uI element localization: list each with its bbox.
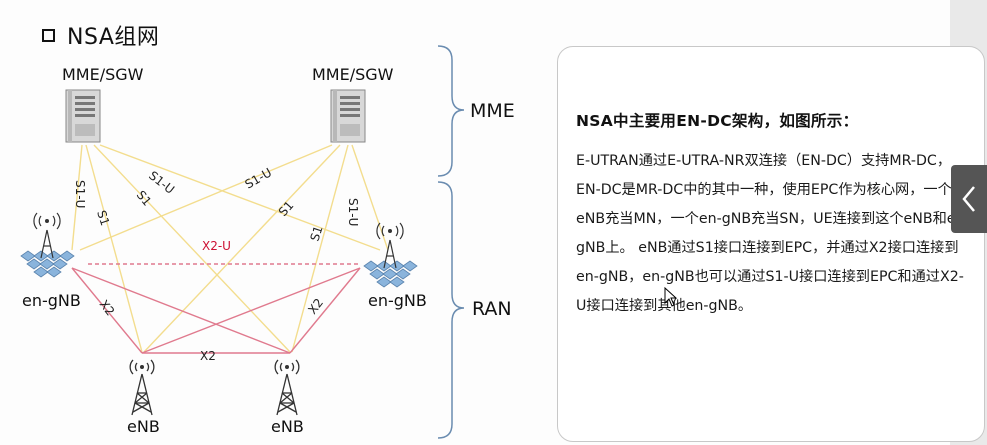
link-label-s1u-d: S1-U <box>346 198 360 226</box>
link-label-s1u-c: S1-U <box>243 165 275 191</box>
link-s1-right-mme-left-gnb <box>79 144 333 251</box>
link-s1-right-mme-left-enb <box>143 144 341 353</box>
info-card: NSA中主要用EN-DC架构，如图所示： E-UTRAN通过E-UTRA-NR双… <box>557 46 985 442</box>
brace-ran <box>437 181 465 439</box>
link-label-s1u-a: S1-U <box>73 180 87 208</box>
mouse-pointer-icon <box>664 287 678 307</box>
link-x2-left-gnb-left-enb <box>71 267 143 354</box>
link-s1-right-mme-right-enb <box>291 144 349 353</box>
tower-icon-left-enb <box>129 359 155 416</box>
label-enb-left: eNB <box>127 417 160 436</box>
link-s1-left-mme-left-gnb <box>71 144 83 251</box>
link-label-x2-left: X2 <box>97 297 118 318</box>
bullet-square-icon <box>42 28 55 42</box>
info-heading: NSA中主要用EN-DC架构，如图所示： <box>576 112 859 130</box>
tower-icon-right-enb <box>274 359 300 416</box>
label-brace-mme: MME <box>470 100 515 122</box>
server-icon-left <box>65 89 101 143</box>
brace-mme <box>437 45 465 177</box>
label-engnb-right: en-gNB <box>368 291 427 310</box>
label-mme-right: MME/SGW <box>312 65 394 84</box>
link-label-x2-bottom: X2 <box>200 349 216 363</box>
link-s1-left-mme-right-gnb <box>99 144 381 251</box>
label-engnb-left: en-gNB <box>22 291 81 310</box>
title-row: NSA组网 <box>42 18 159 52</box>
link-x2-left-enb-right-gnb <box>141 267 361 354</box>
link-s1-left-mme-left-enb <box>85 144 143 353</box>
next-slide-button[interactable] <box>951 165 987 233</box>
link-label-x2u: X2-U <box>202 239 231 253</box>
label-mme-left: MME/SGW <box>62 65 144 84</box>
link-label-s1-a: S1 <box>94 209 112 228</box>
cell-tower-icon-right-gnb <box>363 222 418 288</box>
link-x2-right-enb-right-gnb <box>289 267 361 354</box>
link-s1-left-mme-right-enb <box>93 144 291 353</box>
chevron-left-icon <box>962 186 975 212</box>
server-icon-right <box>330 89 366 143</box>
info-body: E-UTRAN通过E-UTRA-NR双连接（EN-DC）支持MR-DC，EN-D… <box>576 153 970 314</box>
link-label-s1-d: S1 <box>308 224 326 243</box>
link-x2-right-enb-left-gnb <box>71 267 291 354</box>
page-title: NSA组网 <box>67 25 160 50</box>
cell-tower-icon-left-gnb <box>20 212 75 278</box>
label-brace-ran: RAN <box>472 298 512 320</box>
link-label-s1-c: S1 <box>276 198 297 219</box>
label-enb-right: eNB <box>271 417 304 436</box>
